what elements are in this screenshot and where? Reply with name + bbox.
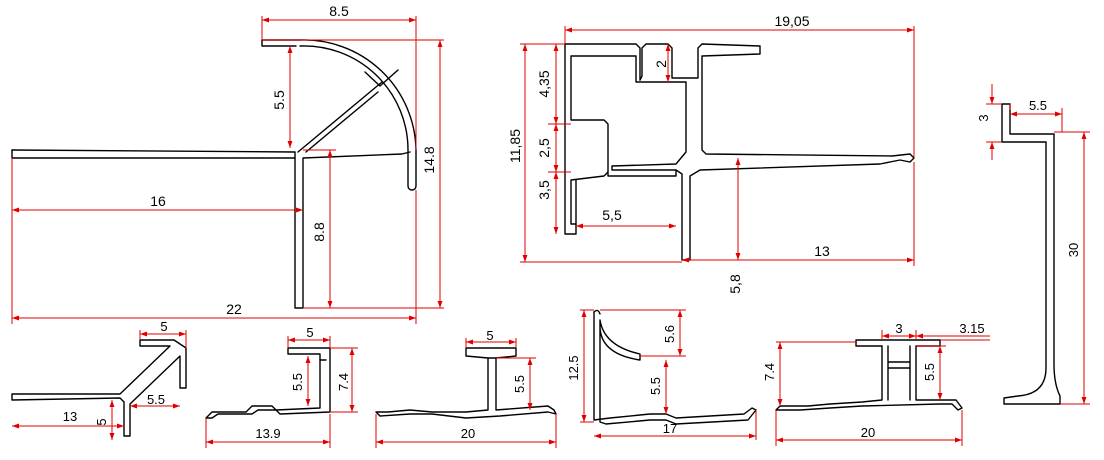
dim-e-height: 7.4 [336,373,351,391]
dim-c-height: 30 [1066,243,1081,257]
profile-angle-bevel-dims: 5 13 5.5 5 [12,319,187,440]
dim-e-inner-height: 5.5 [290,373,305,391]
dim-b-slot-depth: 2 [653,60,669,68]
dim-c-top-width: 5.5 [1029,98,1047,113]
dim-a-arc-height: 5.5 [271,90,287,110]
dim-b-slot-width: 5,5 [602,207,622,223]
dim-b-upper-height: 4,35 [536,70,552,97]
dim-e-width: 13.9 [255,426,280,441]
dim-d-base-width: 13 [63,409,77,424]
profile-box-channel-dims: 3 3.15 7.4 5.5 20 [762,321,990,446]
dim-f-height: 5.5 [512,375,527,393]
profile-stepped-trim-dims: 5 5.5 7.4 13.9 [205,325,358,448]
profile-tall-j [1001,103,1061,405]
profile-corner-arc [11,39,417,309]
profile-track [564,43,915,261]
dim-h-width: 20 [861,425,875,440]
profile-t [375,347,557,419]
dim-h-height: 7.4 [762,363,777,381]
dim-b-right-width: 13 [814,243,830,259]
dim-g-width: 17 [663,421,677,436]
profile-corner-arc-dims: 8.5 5.5 14.8 16 8.8 22 [11,3,444,324]
dim-a-top-width: 8.5 [329,3,349,19]
dim-e-top-width: 5 [306,325,313,340]
profile-tall-j-dims: 5.5 3 30 [976,84,1090,405]
profile-box-channel [775,339,963,411]
dim-a-total-width: 22 [226,301,242,317]
profile-track-dims: 19,05 2 4,35 2,5 3,5 11,85 5,5 13 5,8 [507,13,915,294]
dim-h-center-width: 3 [895,321,902,336]
profile-hook [593,309,757,425]
dim-h-inner-height: 5.5 [922,363,937,381]
profile-angle-bevel [11,339,187,437]
dim-f-top-width: 5 [486,328,493,343]
dim-a-total-height: 14.8 [421,146,437,173]
dim-d-right-width: 5.5 [147,392,165,407]
dim-d-top-width: 5 [160,319,167,334]
dim-g-upper-height: 5.6 [662,325,677,343]
dim-b-total-height: 11,85 [507,129,523,163]
profile-t-dims: 5 5.5 20 [375,328,557,448]
dim-b-stem-height: 5,8 [727,274,743,294]
profile-stepped-trim [205,347,331,419]
dim-c-lip-height: 3 [976,114,991,121]
dim-b-mid-height: 2,5 [536,138,552,158]
dim-b-total-width: 19,05 [774,13,809,29]
dim-d-base-height: 5 [94,418,109,425]
dim-f-width: 20 [461,426,475,441]
dim-h-right-width: 3.15 [959,321,984,336]
dim-g-total-height: 12.5 [566,355,581,380]
dim-a-left-width: 16 [150,193,166,209]
dim-g-lower-height: 5.5 [648,377,663,395]
dim-a-leg-height: 8.8 [311,222,327,242]
dim-b-lower-height: 3,5 [536,180,552,200]
profile-hook-dims: 12.5 5.6 5.5 17 [566,309,757,440]
